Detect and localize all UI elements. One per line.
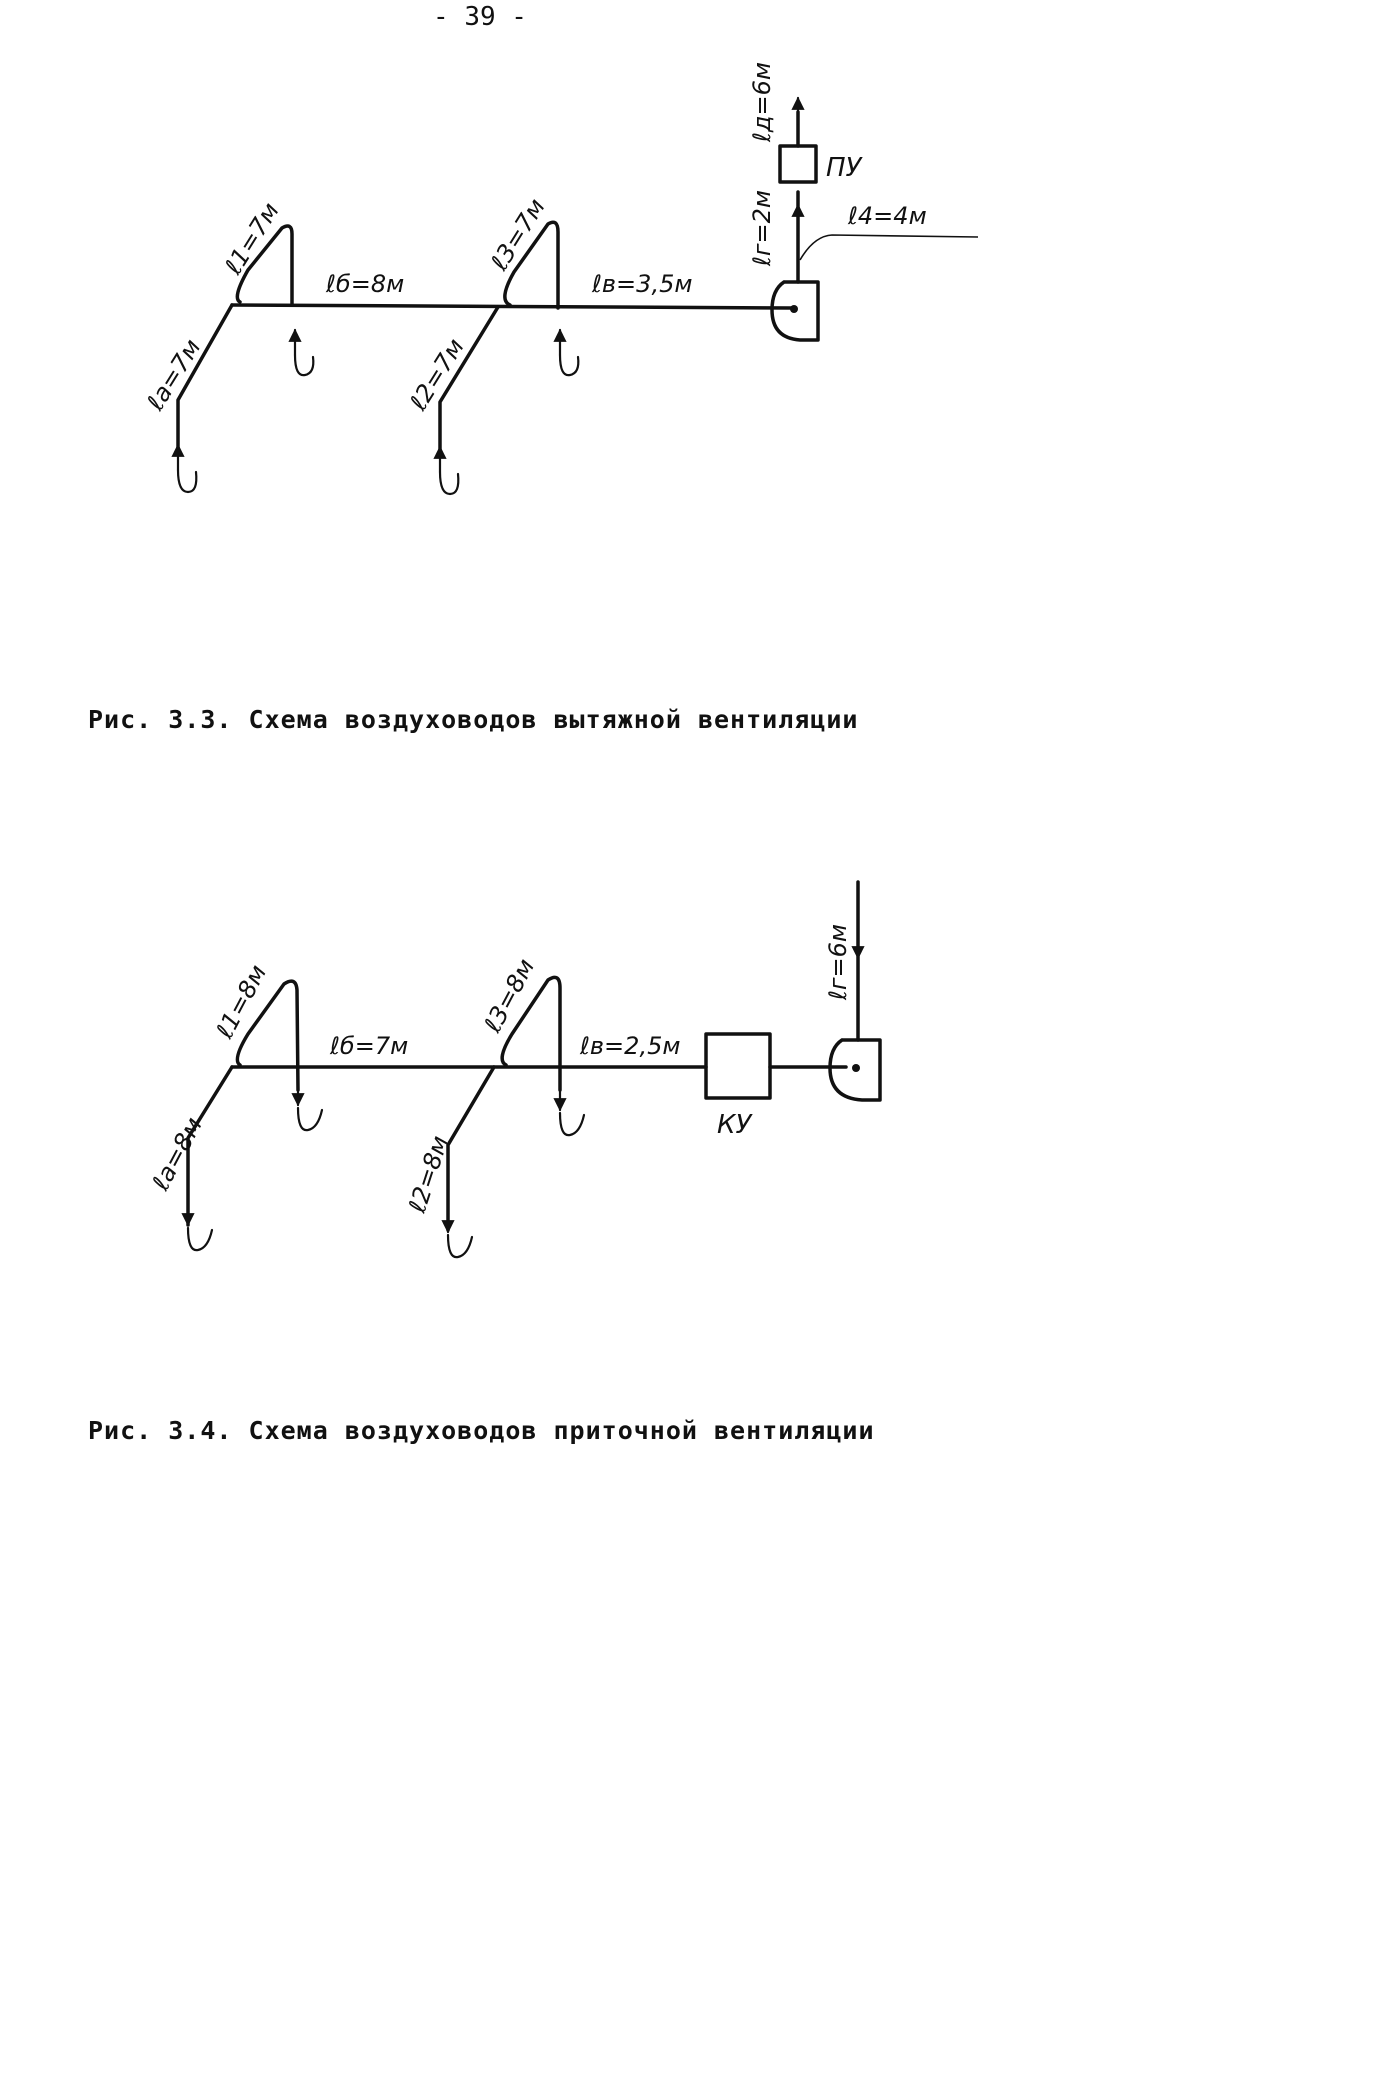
branch-l2-duct xyxy=(438,305,500,457)
page-number: - 39 - xyxy=(433,2,527,32)
branch-l3-supply xyxy=(500,975,562,1092)
label-l3-supply: ℓ3=8м xyxy=(478,954,540,1037)
inlet-hook-l3 xyxy=(558,353,580,377)
branch-la-duct xyxy=(176,303,234,452)
outlet-hook-l1 xyxy=(296,1106,324,1132)
label-l1-supply: ℓ1=8м xyxy=(210,960,272,1043)
inlet-hook-la xyxy=(176,468,198,494)
label-la-supply: ℓа=8м xyxy=(146,1113,208,1196)
ku-label: КУ xyxy=(717,1110,753,1140)
label-lg: ℓг=2м xyxy=(748,190,776,267)
label-l4: ℓ4=4м xyxy=(847,202,927,230)
exhaust-ventilation-diagram: ПУ ℓа=7м ℓ1=7м ℓб=8м ℓ2=7м ℓ3=7м ℓв=3,5м… xyxy=(141,62,979,496)
supply-fan-symbol xyxy=(828,1038,882,1102)
outlet-hook-l2 xyxy=(446,1233,474,1259)
label-lg-supply: ℓг=6м xyxy=(824,924,852,1001)
ku-box xyxy=(704,1032,772,1100)
branch-l2-supply xyxy=(446,1065,496,1232)
exhaust-fan-symbol xyxy=(770,280,820,342)
outlet-hook-l3 xyxy=(558,1111,586,1137)
label-lb-supply: ℓб=7м xyxy=(329,1032,408,1060)
label-lv-supply: ℓв=2,5м xyxy=(579,1032,680,1060)
leader-l4 xyxy=(799,234,979,261)
label-ld: ℓд=6м xyxy=(748,62,776,143)
label-lb: ℓб=8м xyxy=(325,270,404,298)
main-duct xyxy=(230,303,794,310)
figure-3-3-caption: Рис. 3.3. Схема воздуховодов вытяжной ве… xyxy=(88,705,859,734)
inlet-hook-l2 xyxy=(438,470,460,496)
branch-l1-supply xyxy=(235,979,300,1092)
label-lv: ℓв=3,5м xyxy=(591,270,692,298)
outlet-hook-la xyxy=(186,1226,214,1252)
figure-3-4-caption: Рис. 3.4. Схема воздуховодов приточной в… xyxy=(88,1416,875,1445)
branch-l3-loop xyxy=(503,220,560,310)
inlet-hook-l1 xyxy=(293,353,315,377)
branch-l1-loop xyxy=(235,224,294,307)
pu-label: ПУ xyxy=(826,153,864,183)
supply-ventilation-diagram: КУ ℓа=8м ℓ1=8м ℓб=7м ℓ2=8м ℓ3=8м ℓв=2,5м… xyxy=(146,880,882,1259)
